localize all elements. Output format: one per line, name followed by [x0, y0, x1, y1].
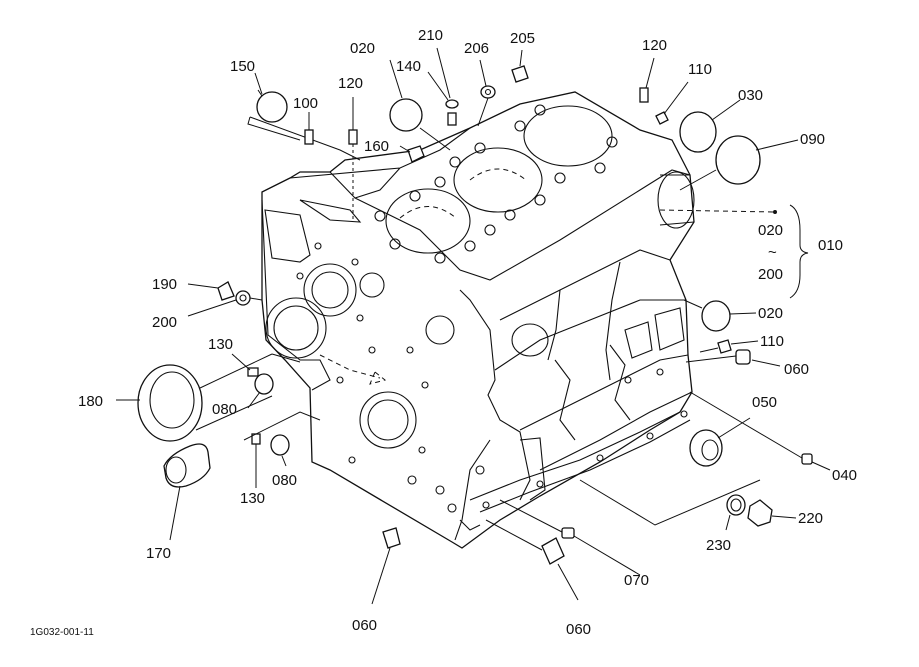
label-070: 070: [624, 572, 649, 589]
label-180: 180: [78, 393, 103, 410]
part-180-liner: [116, 353, 301, 442]
label-206: 206: [464, 40, 489, 57]
label-230: 230: [706, 537, 731, 554]
label-220: 220: [798, 510, 823, 527]
label-210: 210: [418, 27, 443, 44]
part-060a-plug: [685, 349, 781, 367]
part-120b-110a-dowels: [639, 57, 689, 125]
label-060a: 060: [784, 361, 809, 378]
label-110a: 110: [688, 61, 712, 78]
part-030-plug: [679, 99, 741, 153]
label-140: 140: [396, 58, 421, 75]
label-020b: 020: [758, 305, 783, 322]
label-020-range: 020: [758, 222, 783, 239]
part-090-cover: [679, 135, 799, 191]
part-230-220-drain: [579, 479, 797, 531]
doc-code: 1G032-001-11: [30, 627, 94, 638]
label-190: 190: [152, 276, 177, 293]
label-040: 040: [832, 467, 857, 484]
label-200-range: 200: [758, 266, 783, 283]
part-140-210-fitting: [427, 47, 459, 126]
label-120a: 120: [338, 75, 363, 92]
label-205: 205: [510, 30, 535, 47]
part-170-cap: [163, 443, 211, 541]
cylinder-block: [261, 91, 695, 549]
label-080a: 080: [212, 401, 237, 418]
part-100-dowel: [304, 112, 314, 145]
label-130b: 130: [240, 490, 265, 507]
part-206-205-bolt: [477, 49, 529, 127]
part-070-060-plugs: [371, 499, 641, 605]
part-160-plug: [399, 145, 425, 163]
label-050: 050: [752, 394, 777, 411]
label-170: 170: [146, 545, 171, 562]
label-090: 090: [800, 131, 825, 148]
part-040-plug: [689, 391, 831, 471]
label-120b: 120: [642, 37, 667, 54]
label-150: 150: [230, 58, 255, 75]
part-110b-dowel: [699, 339, 759, 354]
part-020a-plug: [389, 59, 451, 151]
label-010: 010: [818, 237, 843, 254]
label-060b: 060: [566, 621, 591, 638]
label-030: 030: [738, 87, 763, 104]
part-130b-080b: [243, 411, 321, 488]
range-tilde: ~: [768, 244, 777, 261]
label-110b: 110: [760, 333, 784, 350]
label-060c: 060: [352, 617, 377, 634]
label-130a: 130: [208, 336, 233, 353]
part-050-seal: [689, 417, 751, 467]
part-120a-dowel: [348, 97, 358, 220]
part-190-200-fitting: [187, 281, 263, 317]
label-020a: 020: [350, 40, 375, 57]
label-200: 200: [152, 314, 177, 331]
label-080b: 080: [272, 472, 297, 489]
label-160: 160: [364, 138, 389, 155]
part-range-bracket: [773, 204, 809, 299]
part-020b-plug: [683, 299, 757, 332]
part-130a-080a: [231, 353, 274, 409]
part-labels: 150 100 120 020 140 210 206 205 120 110 …: [30, 27, 857, 638]
label-100: 100: [293, 95, 318, 112]
